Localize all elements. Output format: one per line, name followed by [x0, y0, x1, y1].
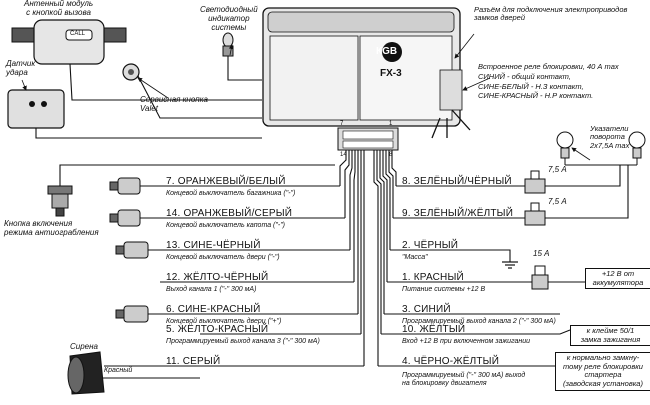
- blocking-relay-label: Встроенное реле блокировки, 40 А max СИН…: [478, 62, 619, 101]
- turn-signal-bulbs: [556, 131, 646, 166]
- pin-14: 14: [340, 152, 347, 158]
- wire-label: 9. ЗЕЛЁНЫЙ/ЖЁЛТЫЙ: [402, 208, 514, 219]
- call-button-label: CALL: [70, 31, 86, 37]
- shock-sensor: [7, 89, 262, 139]
- wire-label: 5. ЖЁЛТО-КРАСНЫЙ: [166, 324, 269, 335]
- wire-desc: Программируемый выход канала 2 ("-" 300 …: [402, 318, 556, 325]
- pin-1: 1: [389, 121, 393, 127]
- wire-desc: Концевой выключатель капота ("-"): [166, 222, 286, 229]
- antihijack-button-label: Кнопка включения режима антиограбления: [4, 219, 99, 237]
- siren-label: Сирена: [70, 342, 98, 351]
- pin-7: 7: [340, 121, 344, 127]
- ground-symbol: [502, 261, 518, 269]
- antenna-module-label: Антенный модуль с кнопкой вызова: [24, 0, 94, 17]
- ignition-box: к клейме 50/1 замка зажигания: [570, 325, 650, 347]
- antihijack-button: [47, 185, 73, 217]
- led-indicator-label: Светодиодный индикатор системы: [200, 5, 258, 32]
- wire-bundle: [339, 150, 397, 366]
- main-unit: [262, 7, 471, 139]
- pin-8: 8: [389, 152, 393, 158]
- wire-desc: Концевой выключатель двери ("+"): [166, 318, 282, 325]
- unit-brand: КGВ: [376, 46, 398, 57]
- starter-box: к нормально замкну- тому реле блокировки…: [555, 352, 650, 391]
- antenna-module: [11, 19, 262, 101]
- wire-label: 4. ЧЁРНО-ЖЁЛТЫЙ: [402, 356, 500, 367]
- wire-label: 10. ЖЁЛТЫЙ: [402, 324, 466, 335]
- limit-switch-hood: [109, 209, 141, 227]
- fuse-3: [531, 265, 549, 290]
- fuse-3-label: 15 А: [533, 249, 550, 258]
- led-indicator: [222, 32, 262, 81]
- valet-button: [122, 63, 262, 119]
- wire-desc: Питание системы +12 В: [402, 286, 486, 293]
- limit-switch-door-minus: [115, 241, 149, 259]
- valet-button-label: Сервисная кнопка Valet: [140, 95, 208, 113]
- limit-switch-trunk: [109, 177, 141, 195]
- wire-label: 7. ОРАНЖЕВЫЙ/БЕЛЫЙ: [166, 176, 286, 187]
- wire-label: 3. СИНИЙ: [402, 304, 451, 315]
- fuse-1: [524, 170, 546, 194]
- limit-switch-door-plus: [115, 305, 149, 323]
- siren-red-label: Красный: [104, 367, 133, 374]
- wire-label: 8. ЗЕЛЁНЫЙ/ЧЁРНЫЙ: [402, 176, 512, 187]
- unit-model: FX-3: [380, 68, 402, 79]
- main-connector: [337, 127, 399, 151]
- battery-box: +12 В от аккумулятора: [585, 268, 650, 290]
- wire-desc: Вход +12 В при включенном зажигании: [402, 338, 530, 345]
- wire-desc: "Масса": [402, 254, 428, 261]
- fuse-2-label: 7,5 А: [548, 197, 567, 206]
- fuse-2: [524, 202, 546, 226]
- wire-label: 14. ОРАНЖЕВЫЙ/СЕРЫЙ: [166, 208, 293, 219]
- shock-sensor-label: Датчик удара: [6, 59, 36, 77]
- fuse-1-label: 7,5 А: [548, 165, 567, 174]
- wire-label: 2. ЧЁРНЫЙ: [402, 240, 459, 251]
- wire-desc: Выход канала 1 ("-" 300 мА): [166, 286, 257, 293]
- door-lock-connector-label: Разъём для подключения электроприводов з…: [474, 5, 628, 23]
- wire-label: 13. СИНЕ-ЧЁРНЫЙ: [166, 240, 261, 251]
- wire-desc: Программируемый ("-" 300 мА) выход на бл…: [402, 372, 526, 387]
- wire-desc: Концевой выключатель багажника ("-"): [166, 190, 296, 197]
- wire-label: 12. ЖЁЛТО-ЧЁРНЫЙ: [166, 272, 269, 283]
- wire-label: 6. СИНЕ-КРАСНЫЙ: [166, 304, 261, 315]
- wire-label: 1. КРАСНЫЙ: [402, 272, 464, 283]
- wire-desc: Концевой выключатель двери ("-"): [166, 254, 280, 261]
- wire-label: 11. СЕРЫЙ: [166, 356, 221, 367]
- siren: [67, 351, 200, 395]
- wire-desc: Программируемый выход канала 3 ("-" 300 …: [166, 338, 320, 345]
- left-wires: [59, 164, 364, 367]
- turn-signals-label: Указатели поворота 2x7,5A max: [590, 124, 630, 150]
